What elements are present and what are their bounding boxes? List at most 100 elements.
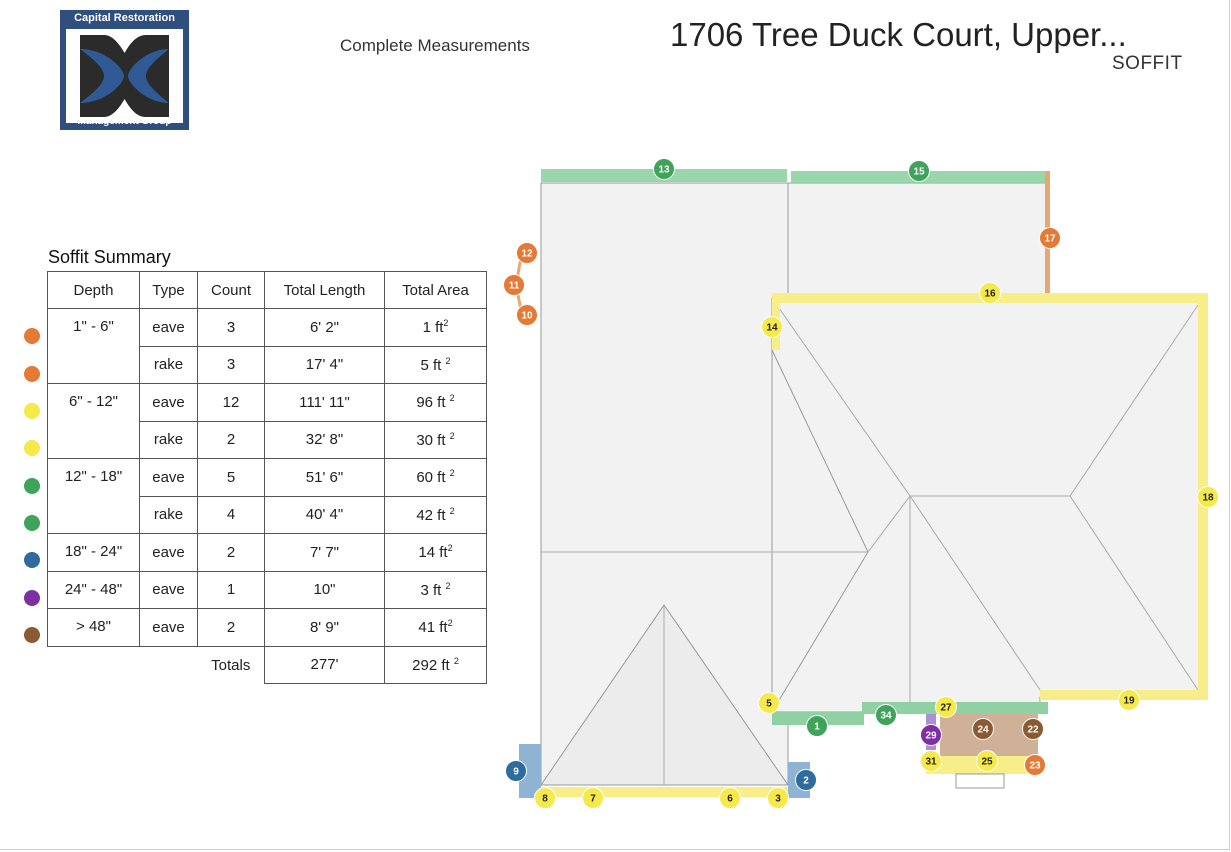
cell-type: eave (139, 570, 198, 609)
cell-count: 3 (197, 308, 265, 347)
cell-depth: 12" - 18" (47, 458, 140, 534)
marker-label: 24 (977, 725, 989, 736)
marker-circle (976, 750, 998, 772)
marker-16: 16 (979, 282, 1001, 304)
cell-length: 17' 4" (264, 345, 385, 384)
cell-count: 12 (197, 383, 265, 422)
cell-area-unit-exponent: 2 (445, 355, 451, 366)
cell-area: 96 ft 2 (384, 383, 487, 422)
marker-label: 25 (981, 757, 993, 768)
cell-area-value: 42 ft (416, 506, 450, 524)
cell-length: 51' 6" (264, 458, 385, 497)
totals-area: 292 ft 2 (384, 645, 487, 684)
marker-label: 12 (521, 249, 533, 260)
marker-circle (516, 242, 538, 264)
cell-count: 2 (197, 533, 265, 572)
marker-label: 2 (803, 776, 809, 787)
marker-label: 9 (513, 767, 519, 778)
soffit-band-7 (541, 787, 788, 797)
col-header-depth: Depth (47, 271, 140, 309)
legend-color-dot (24, 366, 40, 382)
cell-area-unit-exponent: 2 (449, 430, 455, 441)
marker-31: 31 (920, 750, 942, 772)
legend-color-dot (24, 478, 40, 494)
soffit-summary-table: Depth Type Count Total Length Total Area… (47, 271, 487, 684)
col-header-type: Type (139, 271, 198, 309)
cell-type: eave (139, 533, 198, 572)
report-subtitle: Complete Measurements (340, 36, 530, 55)
marker-circle (1024, 754, 1046, 776)
marker-23: 23 (1024, 754, 1046, 776)
marker-label: 14 (766, 323, 778, 334)
cell-length: 40' 4" (264, 495, 385, 534)
roof-ridges (541, 297, 1199, 785)
marker-18: 18 (1197, 486, 1219, 508)
legend-color-dot (24, 590, 40, 606)
marker-label: 1 (814, 722, 820, 733)
cell-length: 111' 11" (264, 383, 385, 422)
marker-circle (972, 718, 994, 740)
marker-label: 31 (925, 757, 937, 768)
marker-27: 27 (935, 696, 957, 718)
marker-circle (920, 750, 942, 772)
marker-label: 10 (521, 311, 533, 322)
marker-circle (920, 724, 942, 746)
cell-type: eave (139, 608, 198, 647)
legend-color-dot (24, 627, 40, 643)
cell-count: 2 (197, 420, 265, 459)
step-outline (955, 773, 1005, 789)
cell-area-value: 1 ft (422, 319, 444, 337)
marker-circle (1197, 486, 1219, 508)
marker-circle (653, 158, 675, 180)
marker-label: 19 (1123, 696, 1135, 707)
col-header-area: Total Area (384, 271, 487, 309)
marker-19: 19 (1118, 689, 1140, 711)
marker-34: 34 (875, 704, 897, 726)
marker-circle (503, 274, 525, 296)
marker-label: 11 (509, 281, 520, 292)
marker-label: 18 (1202, 493, 1214, 504)
cell-type: eave (139, 308, 198, 347)
logo-emblem-graphic (80, 35, 169, 117)
property-address: 1706 Tree Duck Court, Upper... (670, 16, 1127, 53)
marker-15: 15 (908, 160, 930, 182)
cell-area-value: 30 ft (416, 431, 450, 449)
marker-label: 8 (542, 794, 548, 805)
cell-length: 32' 8" (264, 420, 385, 459)
soffit-band-9 (519, 744, 541, 798)
marker-11: 11 (503, 274, 525, 296)
soffit-summary-title: Soffit Summary (48, 247, 171, 267)
marker-label: 3 (775, 794, 781, 805)
cell-count: 3 (197, 345, 265, 384)
cell-area-unit-exponent: 2 (449, 468, 455, 479)
cell-area: 41 ft2 (384, 608, 487, 647)
legend-color-dot (24, 440, 40, 456)
marker-circle (806, 715, 828, 737)
marker-5: 5 (758, 692, 780, 714)
marker-circle (1022, 718, 1044, 740)
marker-label: 6 (727, 794, 733, 805)
cell-area-value: 14 ft (418, 544, 448, 562)
totals-area-unit-exponent: 2 (453, 655, 459, 666)
cell-area-value: 5 ft (420, 356, 446, 374)
cell-area: 42 ft 2 (384, 495, 487, 534)
marker-label: 27 (940, 703, 952, 714)
cell-area-unit-exponent: 2 (449, 393, 455, 404)
measurement-markers: 1235678910111213141516171819222324252729… (503, 158, 1219, 809)
marker-14: 14 (761, 316, 783, 338)
marker-label: 22 (1027, 725, 1039, 736)
marker-label: 23 (1029, 761, 1041, 772)
marker-label: 16 (984, 289, 996, 300)
marker-circle (582, 787, 604, 809)
marker-25: 25 (976, 750, 998, 772)
marker-6: 6 (719, 787, 741, 809)
cell-type: eave (139, 458, 198, 497)
table-header-row: Depth Type Count Total Length Total Area (47, 271, 487, 309)
cell-depth: > 48" (47, 608, 140, 647)
